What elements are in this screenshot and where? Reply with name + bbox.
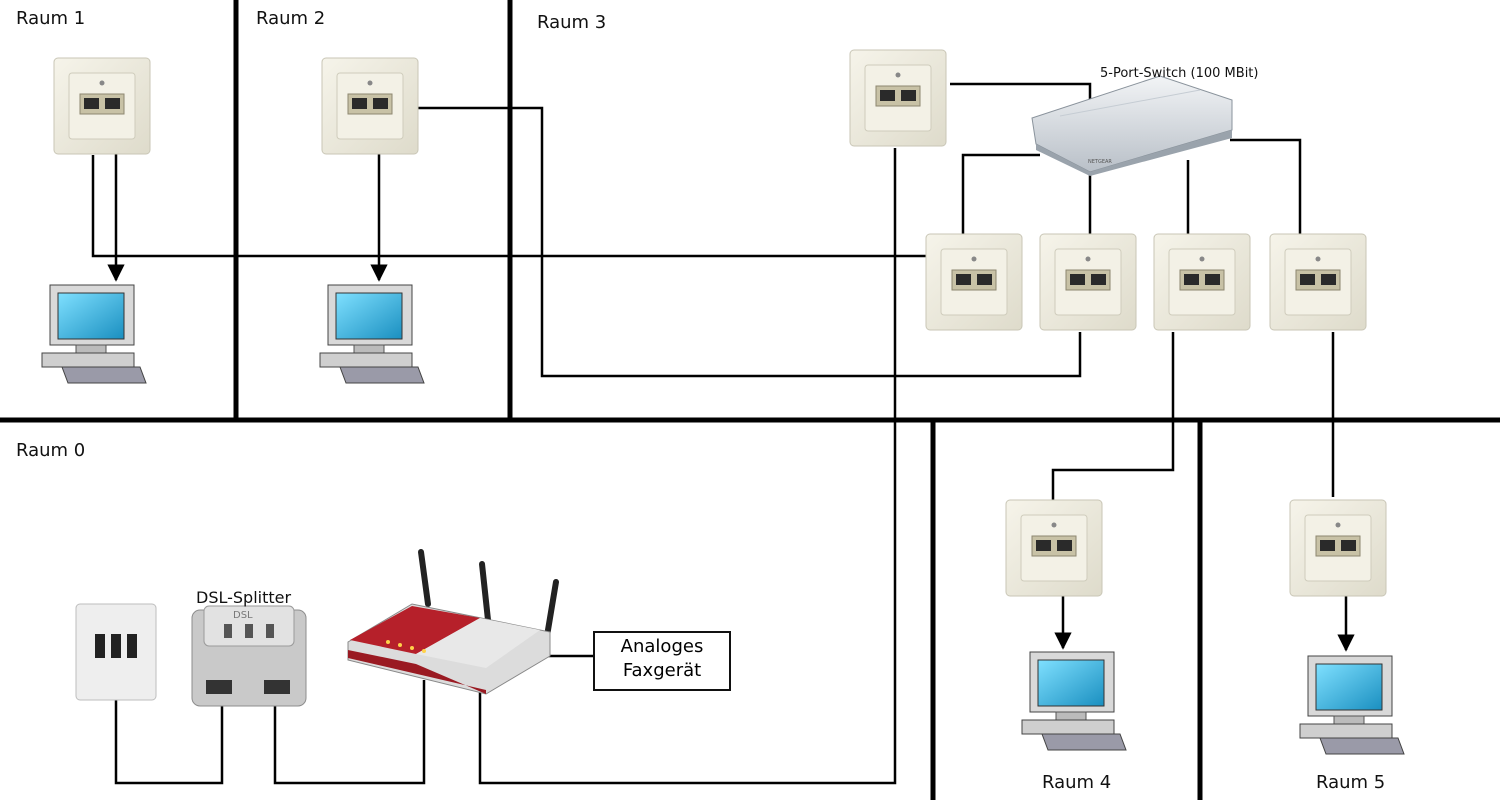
tae-phone-socket <box>75 603 157 701</box>
dsl-splitter-device: DSL <box>191 605 307 707</box>
room-label-3: Raum 3 <box>537 12 607 33</box>
switch-brand: NETGEAR <box>1088 159 1112 165</box>
computer-raum2 <box>319 284 425 384</box>
socket-raum2 <box>321 57 419 155</box>
network-switch: NETGEAR <box>1031 75 1233 176</box>
splitter-body-label: DSL <box>233 610 253 621</box>
fax-label-line2: Faxgerät <box>622 660 702 681</box>
socket-raum4 <box>1005 499 1103 597</box>
fax-device-box: Analoges Faxgerät <box>593 631 731 691</box>
room-label-5: Raum 5 <box>1316 772 1386 793</box>
socket-raum1 <box>53 57 151 155</box>
socket-raum5 <box>1289 499 1387 597</box>
socket-raum3-uplink <box>849 49 947 147</box>
splitter-label: DSL-Splitter <box>196 588 292 607</box>
arrow-cables <box>107 110 1355 652</box>
socket-switch-port1 <box>925 233 1023 331</box>
room-label-4: Raum 4 <box>1042 772 1112 793</box>
switch-label: 5-Port-Switch (100 MBit) <box>1100 66 1259 81</box>
network-cables <box>91 82 1335 785</box>
computer-raum1 <box>41 284 147 384</box>
socket-switch-port4 <box>1269 233 1367 331</box>
room-label-1: Raum 1 <box>16 8 86 29</box>
dsl-router <box>347 549 559 695</box>
fax-label-line1: Analoges <box>620 636 704 657</box>
socket-switch-port2 <box>1039 233 1137 331</box>
computer-raum5 <box>1299 655 1405 755</box>
socket-switch-port3 <box>1153 233 1251 331</box>
room-label-2: Raum 2 <box>256 8 326 29</box>
room-label-0: Raum 0 <box>16 440 86 461</box>
computer-raum4 <box>1021 651 1127 751</box>
